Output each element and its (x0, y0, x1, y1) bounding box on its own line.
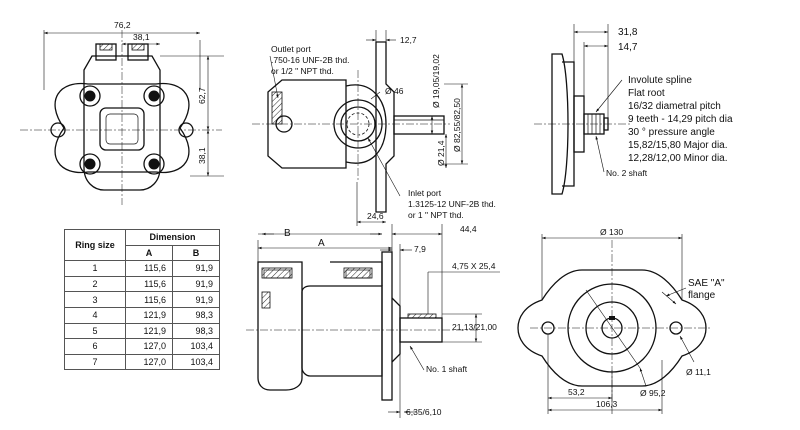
dim-shaft-diameter-upper: Ø 19,05/19,02 (431, 54, 441, 108)
ring-cell: 2 (64, 275, 126, 293)
spline-shaft-view: 31,8 14,7 (534, 24, 638, 195)
dim-top-half: 38,1 (133, 32, 150, 42)
ring-cell: 5 (64, 322, 126, 340)
b-cell: 91,9 (172, 260, 220, 277)
dim-key-label: 4,75 X 25,4 (452, 261, 496, 271)
inlet-port-line3: or 1 " NPT thd. (408, 210, 464, 220)
ring-cell: 6 (64, 338, 126, 355)
dim-right-spline: 14,7 (618, 42, 638, 53)
a-cell: 115,6 (125, 275, 173, 293)
dim-top-width: 76,2 (114, 20, 131, 30)
a-cell: 127,0 (125, 338, 173, 355)
dim-side-lower: 38,1 (197, 147, 207, 164)
inlet-port-line2: 1.3125-12 UNF-2B thd. (408, 199, 496, 209)
table-row: 5 121,9 98,3 (64, 322, 220, 340)
dim-79-label: 7,9 (414, 244, 426, 254)
dim-flange-thickness: 12,7 (400, 35, 417, 45)
bolt-head-icon (79, 85, 165, 175)
spline-line2: Flat root (628, 88, 665, 99)
ring-cell: 4 (64, 306, 126, 324)
pump-side-view-upper: 12,7 Ø 46 Ø 19,05/19,02 Ø 82,55/82,50 Ø … (252, 30, 468, 226)
dim-bolt-circle: Ø 95,2 (640, 388, 666, 398)
spline-line6: 15,82/15,80 Major dia. (628, 140, 728, 151)
dim-key-height: 21,13/21,00 (452, 322, 497, 332)
ring-size-header: Ring size (64, 228, 126, 262)
pump-end-view: 76,2 38,1 62,7 38,1 (20, 20, 224, 205)
dim-shaft-length: 6,35/6,10 (406, 407, 442, 417)
spline-line3: 16/32 diametral pitch (628, 101, 721, 112)
a-cell: 121,9 (125, 306, 173, 324)
spline-line4: 9 teeth - 14,29 pitch dia (628, 114, 733, 125)
pump-side-view-lower: A B 44,4 7,9 4,75 X 25,4 21,13/21,00 6,3… (246, 224, 500, 418)
table-row: 3 115,6 91,9 (64, 291, 220, 308)
table-row: 7 127,0 103,4 (64, 353, 220, 371)
ring-cell: 1 (64, 260, 126, 277)
outlet-port-line2: .750-16 UNF-2B thd. (271, 55, 349, 65)
outlet-port-line3: or 1/2 " NPT thd. (271, 66, 334, 76)
b-cell: 103,4 (172, 338, 220, 355)
spline-line7: 12,28/12,00 Minor dia. (628, 153, 728, 164)
dim-53-label: 53,2 (568, 387, 585, 397)
spline-line5: 30 ° pressure angle (628, 127, 715, 138)
dim-shaft-diameter-lower: Ø 21,4 (436, 140, 446, 166)
table-row: 6 127,0 103,4 (64, 338, 220, 355)
b-cell: 103,4 (172, 353, 220, 371)
column-a-header: A (125, 244, 173, 262)
dim-right-total: 31,8 (618, 27, 638, 38)
sae-leader (665, 287, 687, 297)
b-cell: 91,9 (172, 275, 220, 293)
dim-flange-diameter: Ø 130 (600, 227, 623, 237)
a-cell: 115,6 (125, 260, 173, 277)
inlet-port-line1: Inlet port (408, 188, 442, 198)
dim-106-label: 106,3 (596, 399, 618, 409)
sae-flange-line1: SAE "A" (688, 278, 725, 289)
dimension-header: Dimension (125, 229, 220, 246)
ring-size-table: Ring size Dimension A B 1 115,6 91,9 2 1… (64, 228, 220, 371)
ring-cell: 7 (64, 353, 126, 371)
dim-a-label: A (318, 238, 325, 249)
dim-hole-diameter: Ø 11,1 (686, 367, 711, 377)
dim-b-label: B (284, 228, 291, 239)
a-cell: 115,6 (125, 291, 173, 308)
shaft2-label: No. 2 shaft (606, 168, 648, 178)
dim-side-height: 62,7 (197, 87, 207, 104)
b-cell: 91,9 (172, 291, 220, 308)
dim-port-diameter: Ø 46 (385, 86, 404, 96)
outlet-port-line1: Outlet port (271, 44, 311, 54)
table-row: 1 115,6 91,9 (64, 260, 220, 277)
column-b-header: B (172, 244, 220, 262)
spline-line1: Involute spline (628, 75, 692, 86)
dim-pilot-diameter: Ø 82,55/82,50 (452, 98, 462, 152)
b-cell: 98,3 (172, 322, 220, 340)
sae-flange-line2: flange (688, 290, 716, 301)
a-cell: 127,0 (125, 353, 173, 371)
table-row: 2 115,6 91,9 (64, 275, 220, 293)
shaft1-label: No. 1 shaft (426, 364, 468, 374)
table-row: 4 121,9 98,3 (64, 306, 220, 324)
sae-flange-view: Ø 130 Ø 11,1 Ø 95,2 53,2 106,3 (517, 227, 711, 414)
a-cell: 121,9 (125, 322, 173, 340)
table-header-row: Ring size Dimension (64, 228, 220, 262)
dim-inlet-offset: 24,6 (367, 211, 384, 221)
ring-cell: 3 (64, 291, 126, 308)
b-cell: 98,3 (172, 306, 220, 324)
dim-44-label: 44,4 (460, 224, 477, 234)
